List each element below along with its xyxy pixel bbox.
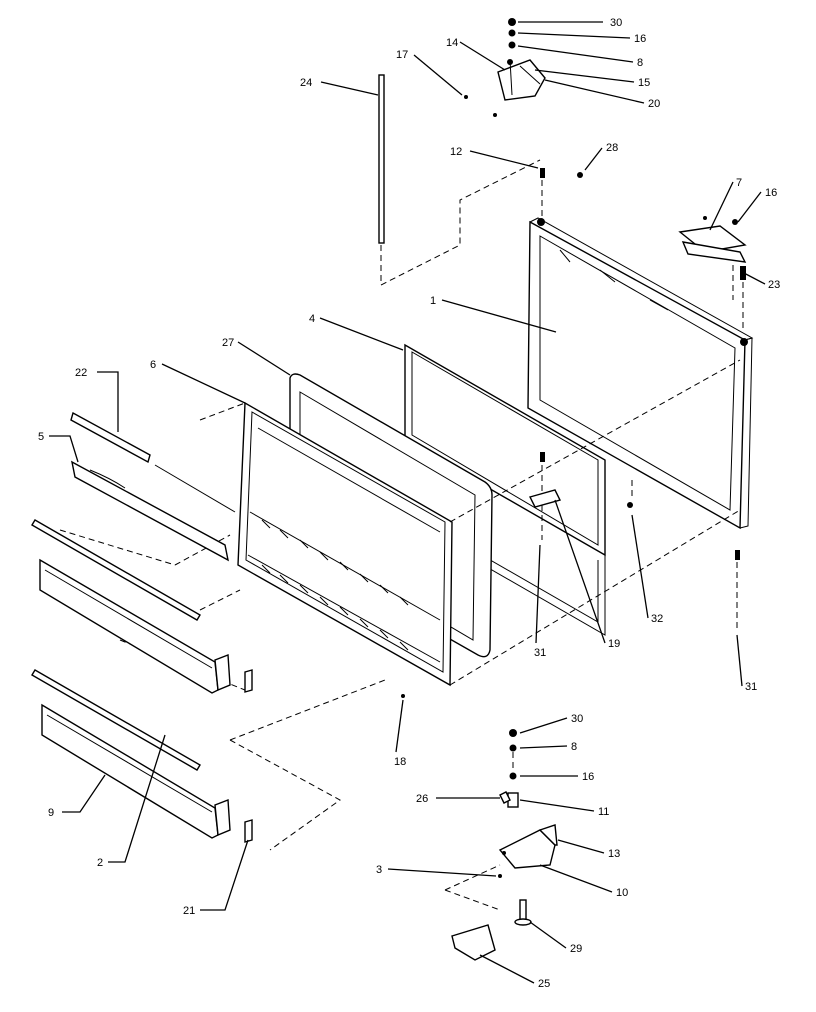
clip-upper	[244, 669, 253, 693]
callout-31-right: 31	[745, 681, 757, 693]
top-hinge-assembly	[464, 18, 546, 117]
callout-32: 32	[651, 613, 663, 625]
callout-26: 26	[416, 793, 428, 805]
screw-31-mid	[540, 452, 545, 462]
callout-19: 19	[608, 638, 620, 650]
screw-18	[401, 694, 405, 698]
callout-5: 5	[38, 431, 44, 443]
callout-17: 17	[396, 49, 408, 61]
callout-8-top: 8	[637, 57, 643, 69]
callout-11: 11	[598, 806, 609, 818]
callout-4: 4	[309, 313, 315, 325]
callout-10: 10	[616, 887, 628, 899]
clip-21	[244, 819, 253, 843]
leader-lines	[49, 21, 766, 984]
screw-32	[627, 502, 633, 508]
callout-31-mid: 31	[534, 647, 546, 659]
washer-8-top	[508, 41, 516, 49]
callout-16-top: 16	[634, 33, 646, 45]
callout-30-top: 30	[610, 17, 622, 29]
bar-upper	[31, 519, 201, 621]
callout-2: 2	[97, 857, 103, 869]
rod-24	[378, 74, 385, 244]
washer-8-bot	[509, 744, 517, 752]
callout-labels: 30 16 8 14 15 17 20 24 12 28 7 16 23 1 4…	[38, 17, 780, 990]
washer-16-top	[508, 29, 516, 37]
washer-30-bot	[509, 729, 517, 737]
callout-30-bot: 30	[571, 713, 583, 725]
callout-27: 27	[222, 337, 234, 349]
callout-21: 21	[183, 905, 195, 917]
callout-9: 9	[48, 807, 54, 819]
screw-12	[540, 168, 545, 178]
callout-15: 15	[638, 77, 650, 89]
callout-12: 12	[450, 146, 462, 158]
callout-8-bot: 8	[571, 741, 577, 753]
screw-26	[499, 791, 511, 804]
callout-23: 23	[768, 279, 780, 291]
leveler-29	[519, 899, 527, 921]
callout-7: 7	[736, 177, 742, 189]
bar-2	[31, 669, 201, 771]
bin-9	[41, 703, 231, 839]
washer-16-bot	[509, 772, 517, 780]
callout-13: 13	[608, 848, 620, 860]
bottom-hinge-assembly	[444, 729, 558, 926]
screw-20	[493, 113, 497, 117]
strip-22	[70, 411, 151, 464]
bracket-7	[678, 216, 747, 330]
callout-25: 25	[538, 978, 550, 990]
plate-13	[538, 824, 558, 846]
callout-28: 28	[606, 142, 618, 154]
callout-29: 29	[570, 943, 582, 955]
hinge-bracket-10	[498, 829, 556, 869]
callout-1: 1	[430, 295, 436, 307]
screw-3	[498, 874, 502, 878]
callout-3: 3	[376, 864, 382, 876]
callout-6: 6	[150, 359, 156, 371]
shelf-5	[71, 460, 229, 562]
bin-upper	[39, 558, 231, 694]
hinge-bracket-top	[497, 59, 546, 101]
cover-25	[451, 924, 496, 961]
callout-16-right: 16	[765, 187, 777, 199]
callout-16-bot: 16	[582, 771, 594, 783]
callout-14: 14	[446, 37, 458, 49]
screw-28	[577, 172, 583, 178]
callout-24: 24	[300, 77, 312, 89]
callout-18: 18	[394, 756, 406, 768]
screw-31-right	[735, 550, 740, 560]
bracket-19	[528, 489, 562, 508]
callout-22: 22	[75, 367, 87, 379]
screw-17	[464, 95, 468, 99]
washer-30-top	[508, 18, 516, 26]
door-frame-1	[527, 217, 754, 530]
callout-20: 20	[648, 98, 660, 110]
